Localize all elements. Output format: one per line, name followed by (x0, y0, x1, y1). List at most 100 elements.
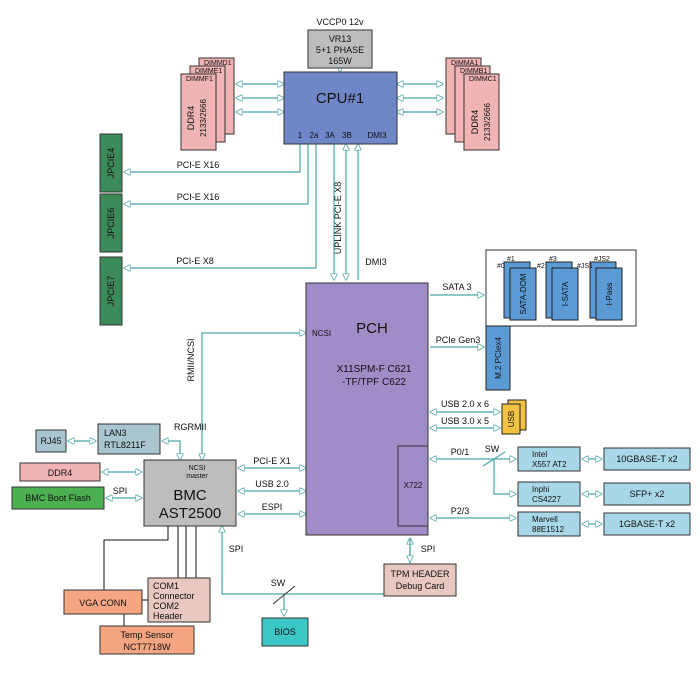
m2-card[interactable] (485, 325, 511, 391)
temp-sensor-box (99, 625, 195, 655)
cpu-port-dmi3: DMI3 (367, 131, 387, 140)
phy-marvell-line-1: Marvell (532, 515, 558, 524)
com-line-2: Connector (153, 591, 195, 601)
phy-inphi-line-1: Inphi (532, 485, 550, 494)
i-pass-label: I-Pass (605, 283, 614, 306)
pch-block[interactable]: PCH X11SPM-F C621 -TF/TPF C622 NCSI X722 (305, 282, 429, 536)
vga-box[interactable] (63, 589, 143, 615)
temp-sensor-line-1: Temp Sensor (120, 630, 173, 640)
sata-link-label: SATA 3 (442, 282, 471, 292)
dimm-left-speed: 2133/2666 (199, 99, 208, 137)
sata-dom-card[interactable] (509, 267, 537, 321)
bmc-ddr4-label: DDR4 (48, 468, 73, 478)
dimm-c1-card (463, 73, 500, 151)
bios-box[interactable] (261, 617, 309, 647)
vr13-box (307, 29, 373, 69)
bmc-box[interactable] (143, 459, 237, 527)
vr13-line-2: 5+1 PHASE (316, 45, 364, 55)
out-10gbase-box[interactable] (603, 447, 691, 471)
bios-spi-label: SPI (229, 544, 244, 554)
bmc-model: AST2500 (159, 505, 222, 522)
out-10gbase-label: 10GBASE-T x2 (616, 454, 677, 464)
dimm-f1-label: DIMMF1 (186, 76, 213, 83)
power-section: VCCP0 12v VR13 5+1 PHASE 165W (307, 17, 373, 69)
phy-inphi-line-2: CS4227 (532, 495, 561, 504)
sata-dom-port-0: #0 (497, 263, 505, 270)
i-sata-card[interactable] (551, 267, 579, 321)
slot-jpcie7-link: PCI-E X8 (176, 256, 214, 266)
i-sata-port-2: #2 (537, 263, 545, 270)
com-box[interactable] (147, 577, 211, 623)
dimm-d1-label: DIMMD1 (204, 60, 232, 67)
dimms-right: DIMMA1 DIMMB1 DIMMC1 DDR4 2133/2666 (445, 57, 500, 151)
usb2-link-label: USB 2.0 x 6 (441, 399, 489, 409)
phy-intel-line-2: X557 AT2 (532, 460, 567, 469)
cpu-port-3b: 3B (342, 131, 352, 140)
vga-label: VGA CONN (79, 598, 127, 608)
out-1gbase-box[interactable] (603, 512, 691, 536)
com-line-1: COM1 (153, 581, 179, 591)
bus-lines (68, 68, 602, 626)
out-sfp-box[interactable] (603, 482, 691, 506)
temp-sensor-line-2: NCT7718W (123, 642, 171, 652)
i-pass-port-js1: #JS1 (577, 263, 593, 270)
bmc-block[interactable]: NCSI master BMC AST2500 (143, 459, 237, 527)
cpu-port-1: 1 (298, 131, 303, 140)
power-label: VCCP0 12v (316, 17, 364, 27)
dimm-right-type: DDR4 (470, 110, 480, 135)
boot-flash-label: BMC Boot Flash (25, 493, 91, 503)
phy-inphi-box (517, 481, 581, 507)
out-1gbase-label: 1GBASE-T x2 (619, 519, 675, 529)
uplink-label: UPLINK PCI-E X8 (333, 182, 343, 255)
rgrmii-label: RGRMII (174, 422, 207, 432)
cpu-box[interactable] (283, 71, 398, 145)
i-pass-port-js2: #JS2 (594, 256, 610, 263)
cpu-block[interactable]: CPU#1 1 2a 3A 3B DMI3 (283, 71, 398, 145)
p01-label: P0/1 (451, 447, 470, 457)
pch-box[interactable] (305, 282, 429, 536)
bios-label: BIOS (274, 627, 296, 637)
pcie-slots: JPCIE4 PCI-E X16 JPCIE6 PCI-E X16 JPCIE7… (99, 133, 220, 326)
bmc-usb-label: USB 2.0 (255, 479, 289, 489)
tpm-spi-label: SPI (421, 544, 436, 554)
lan3-line-2: RTL8211F (104, 440, 146, 450)
i-sata-label: I-SATA (561, 281, 570, 306)
usb-card[interactable] (501, 403, 521, 435)
vr13-line-1: VR13 (329, 34, 352, 44)
tpm-line-1: TPM HEADER (390, 569, 450, 579)
slot-jpcie4[interactable] (99, 133, 123, 193)
lan3-box (97, 423, 161, 455)
x722-label: X722 (404, 481, 423, 490)
rj45-box[interactable] (35, 429, 67, 453)
rj45-label: RJ45 (40, 436, 61, 446)
tpm-line-2: Debug Card (396, 581, 445, 591)
bmc-ncsi-line-1: NCSI (189, 465, 206, 472)
bios-sw-label: SW (271, 578, 286, 588)
phy-marvell-line-2: 88E1512 (532, 525, 565, 534)
usb-label: USB (507, 411, 516, 427)
boot-flash-box (11, 486, 105, 510)
slot-jpcie6-link: PCI-E X16 (177, 192, 220, 202)
tpm-box[interactable] (383, 563, 457, 597)
slot-jpcie6[interactable] (99, 193, 123, 253)
cpu-port-2a: 2a (310, 131, 319, 140)
usb3-link-label: USB 3.0 x 5 (441, 416, 489, 426)
dmi3-label: DMI3 (365, 257, 387, 267)
bmc-pcie-label: PCI-E X1 (253, 456, 291, 466)
slot-jpcie4-label: JPCIE4 (106, 148, 116, 179)
dimm-e1-label: DIMME1 (195, 68, 222, 75)
bmc-title: BMC (173, 487, 207, 504)
dimm-a1-label: DIMMA1 (451, 60, 478, 67)
pch-model-1: X11SPM-F C621 (337, 364, 412, 375)
slot-jpcie7[interactable] (99, 256, 123, 326)
slot-jpcie4-link: PCI-E X16 (177, 160, 220, 170)
usb-section: USB 2.0 x 6 USB 3.0 x 5 USB (441, 399, 527, 435)
network-section: P0/1 SW P2/3 Intel X557 AT2 Inphi CS4227… (451, 444, 691, 537)
slot-jpcie7-label: JPCIE7 (106, 276, 116, 307)
i-sata-port-3: #3 (549, 256, 557, 263)
bmc-ddr4-box (19, 462, 101, 482)
i-pass-card[interactable] (595, 267, 623, 321)
bmc-espi-label: ESPI (262, 502, 283, 512)
net-sw-label: SW (485, 444, 500, 454)
m2-section: PCIe Gen3 M.2 PCIex4 (436, 325, 511, 391)
